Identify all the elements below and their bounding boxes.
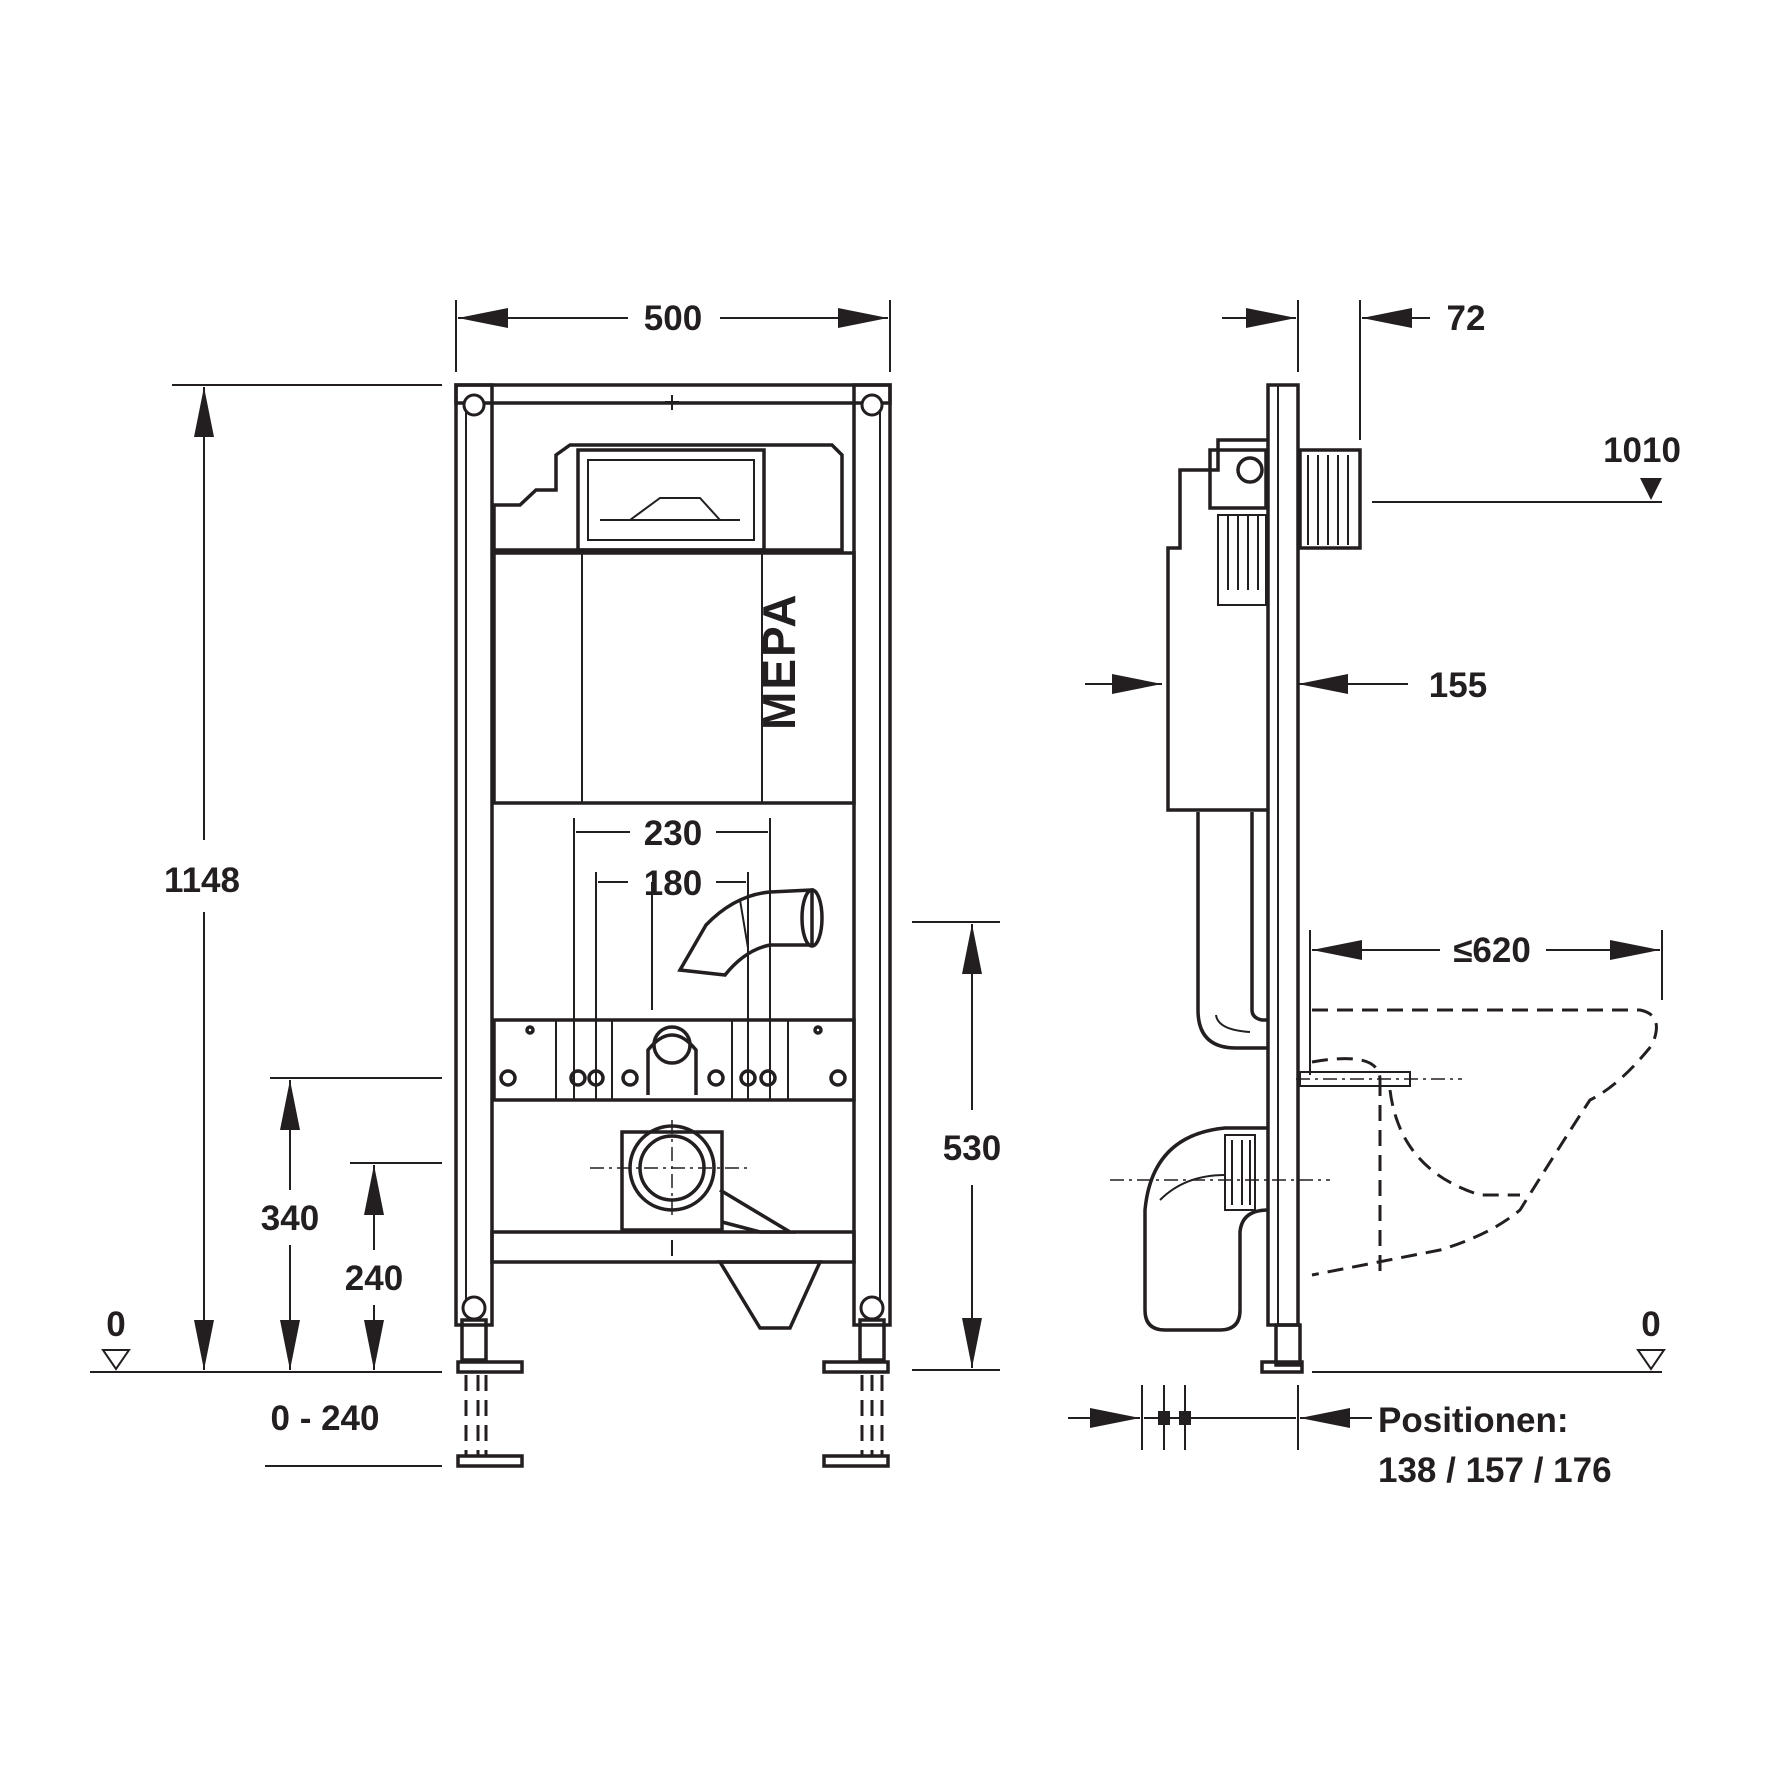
dimension-72: 72 [1222,299,1485,440]
height-530-label: 530 [943,1129,1001,1168]
dimension-530: 530 [912,921,1001,1371]
height-340-label: 340 [261,1199,319,1238]
dimension-240: 240 [345,1162,442,1370]
positions-dimension: Positionen: 138 / 157 / 176 [1068,1385,1612,1490]
foot-adjust-label: 0 - 240 [271,1399,380,1438]
drain-elbow [1110,1126,1330,1332]
dimension-1010: 1010 [1372,431,1681,503]
depth-155-label: 155 [1429,666,1487,705]
height-240-label: 240 [345,1259,403,1298]
positions-values: 138 / 157 / 176 [1378,1451,1612,1490]
dimension-620: ≤620 [1309,930,1663,1075]
dimension-1148: 1148 [164,384,442,1370]
foot-adjust-range: 0 - 240 [265,1399,442,1467]
depth-72-label: 72 [1447,299,1486,338]
brand-logo: MEPA [753,593,805,731]
frame [454,383,892,1327]
positions-label: Positionen: [1378,1401,1569,1440]
flush-pipe [1196,812,1268,1050]
height-1148-label: 1148 [164,861,240,900]
height-1010-label: 1010 [1603,431,1681,470]
side-frame [1260,383,1304,1374]
zero-level-front-label: 0 [106,1305,125,1344]
bowl-max-label: ≤620 [1453,931,1531,970]
wc-bowl-outline [1296,1008,1658,1277]
dimension-230-180: 230 180 [573,814,771,1100]
dimension-500: 500 [455,299,891,372]
dimension-155: 155 [1085,666,1487,705]
cistern-side [1166,438,1268,812]
flush-plate-profile [1298,448,1362,550]
side-view: 72 1010 155 [1068,299,1681,1490]
zero-level-side-label: 0 [1641,1305,1660,1344]
zero-level-front: 0 [90,1305,442,1373]
flush-elbow [677,888,824,977]
drain-connector [590,1120,823,1330]
spacing-180-label: 180 [644,864,702,903]
spacing-230-label: 230 [644,814,702,853]
cistern: MEPA [492,443,856,805]
mounting-plate [492,1018,856,1102]
dimension-340: 340 [261,1077,442,1370]
front-view: 500 1148 340 240 [90,299,1001,1468]
zero-level-side: 0 [1312,1305,1666,1373]
width-500-label: 500 [644,299,702,338]
frame-feet [456,1318,890,1468]
